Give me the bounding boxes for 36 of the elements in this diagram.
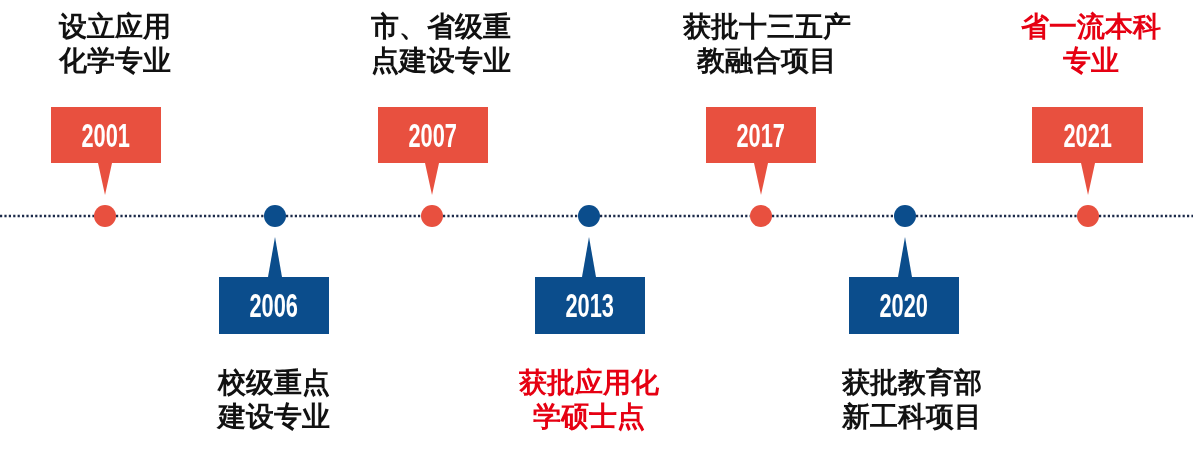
timeline-line xyxy=(286,214,421,218)
timeline-line xyxy=(916,214,1077,218)
callout-pointer xyxy=(98,163,112,195)
timeline-dot xyxy=(750,205,772,227)
milestone-text: 获批应用化学硕士点 xyxy=(518,366,660,434)
timeline-dot xyxy=(264,205,286,227)
timeline-line xyxy=(116,214,264,218)
timeline-line xyxy=(443,214,578,218)
callout-pointer xyxy=(898,237,912,277)
timeline-line xyxy=(600,214,750,218)
milestone-text: 设立应用化学专业 xyxy=(57,10,172,78)
timeline-line xyxy=(1099,214,1193,218)
callout-pointer xyxy=(1081,163,1095,195)
year-label: 2001 xyxy=(81,118,131,152)
timeline-line xyxy=(0,214,94,218)
milestone-text: 市、省级重点建设专业 xyxy=(370,10,512,78)
milestone-text: 获批教育部新工科项目 xyxy=(841,366,983,434)
timeline-dot xyxy=(94,205,116,227)
milestone-text: 校级重点建设专业 xyxy=(215,366,331,434)
callout-pointer xyxy=(582,237,596,277)
callout-pointer xyxy=(754,163,768,195)
timeline-dot xyxy=(421,205,443,227)
timeline-dot xyxy=(578,205,600,227)
milestone-text: 获批十三五产教融合项目 xyxy=(682,10,852,78)
year-label: 2013 xyxy=(565,289,615,322)
callout-pointer xyxy=(268,237,282,277)
year-label: 2017 xyxy=(736,118,786,152)
milestone-text: 省一流本科专业 xyxy=(1020,10,1162,78)
timeline-dot xyxy=(1077,205,1099,227)
year-label: 2007 xyxy=(408,118,458,152)
year-label: 2020 xyxy=(879,289,929,322)
timeline-line xyxy=(772,214,894,218)
timeline-dot xyxy=(894,205,916,227)
year-label: 2021 xyxy=(1063,118,1112,152)
callout-pointer xyxy=(425,163,439,195)
year-label: 2006 xyxy=(249,289,299,322)
